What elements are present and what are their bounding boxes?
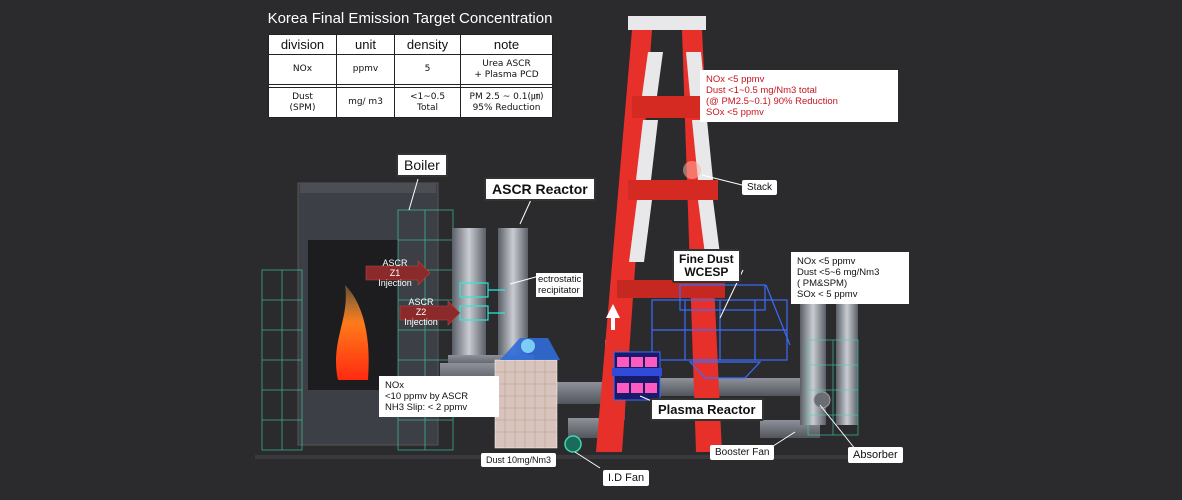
plasma-reactor-module bbox=[612, 351, 662, 401]
ground bbox=[255, 455, 895, 459]
plasma-reactor-callout: Plasma Reactor bbox=[650, 398, 764, 421]
id-fan-wheel bbox=[564, 435, 582, 453]
cell-note: PM 2.5 ~ 0.1(㎛)95% Reduction bbox=[460, 87, 553, 118]
id-fan-tag: I.D Fan bbox=[603, 470, 650, 486]
absorber-towers bbox=[800, 295, 858, 425]
cell-unit: ppmv bbox=[336, 54, 395, 85]
header-note: note bbox=[460, 34, 553, 55]
header-division: division bbox=[268, 34, 337, 55]
ascr-reactor-callout: ASCR Reactor bbox=[484, 177, 596, 201]
stack-tag: Stack bbox=[742, 180, 778, 195]
esp-label: ectrostatic recipitator bbox=[536, 273, 584, 297]
boiler-callout: Boiler bbox=[396, 153, 448, 177]
injection-z2-label: ASCR Z2 Injection bbox=[404, 297, 438, 327]
emission-target-table: division unit density note NOx ppmv 5 Ur… bbox=[268, 34, 553, 118]
booster-fan-tag: Booster Fan bbox=[710, 445, 775, 460]
stack-emission-note: NOx <5 ppmv Dust <1~0.5 mg/Nm3 total (@ … bbox=[700, 70, 898, 122]
cell-density: 5 bbox=[394, 54, 461, 85]
dust-outlet-tag: Dust 10mg/Nm3 bbox=[481, 453, 557, 467]
cell-note: Urea ASCR+ Plasma PCD bbox=[460, 54, 553, 85]
table-title: Korea Final Emission Target Concentratio… bbox=[267, 10, 553, 27]
injection-arrows bbox=[365, 260, 461, 326]
header-unit: unit bbox=[336, 34, 395, 55]
wcesp-frame bbox=[651, 284, 791, 379]
table-row: NOx ppmv 5 Urea ASCR+ Plasma PCD bbox=[268, 54, 553, 85]
absorber-tag: Absorber bbox=[848, 447, 903, 463]
stack-tower bbox=[596, 16, 725, 452]
cell-unit: mg/ m3 bbox=[336, 87, 395, 118]
esp-unit bbox=[494, 338, 560, 449]
ascr-reactor-columns bbox=[448, 228, 534, 367]
injection-z1-label: ASCR Z1 Injection bbox=[378, 258, 412, 288]
absorber-scaffold bbox=[807, 339, 859, 436]
header-density: density bbox=[394, 34, 461, 55]
cell-division: Dust(SPM) bbox=[268, 87, 337, 118]
cell-division: NOx bbox=[268, 54, 337, 85]
fine-dust-wcesp-callout: Fine Dust WCESP bbox=[672, 249, 741, 283]
absorber-emission-note: NOx <5 ppmv Dust <5~6 mg/Nm3 ( PM&SPM) S… bbox=[791, 252, 909, 304]
ascr-emission-note: NOx <10 ppmv by ASCR NH3 Slip: < 2 ppmv bbox=[379, 376, 499, 417]
